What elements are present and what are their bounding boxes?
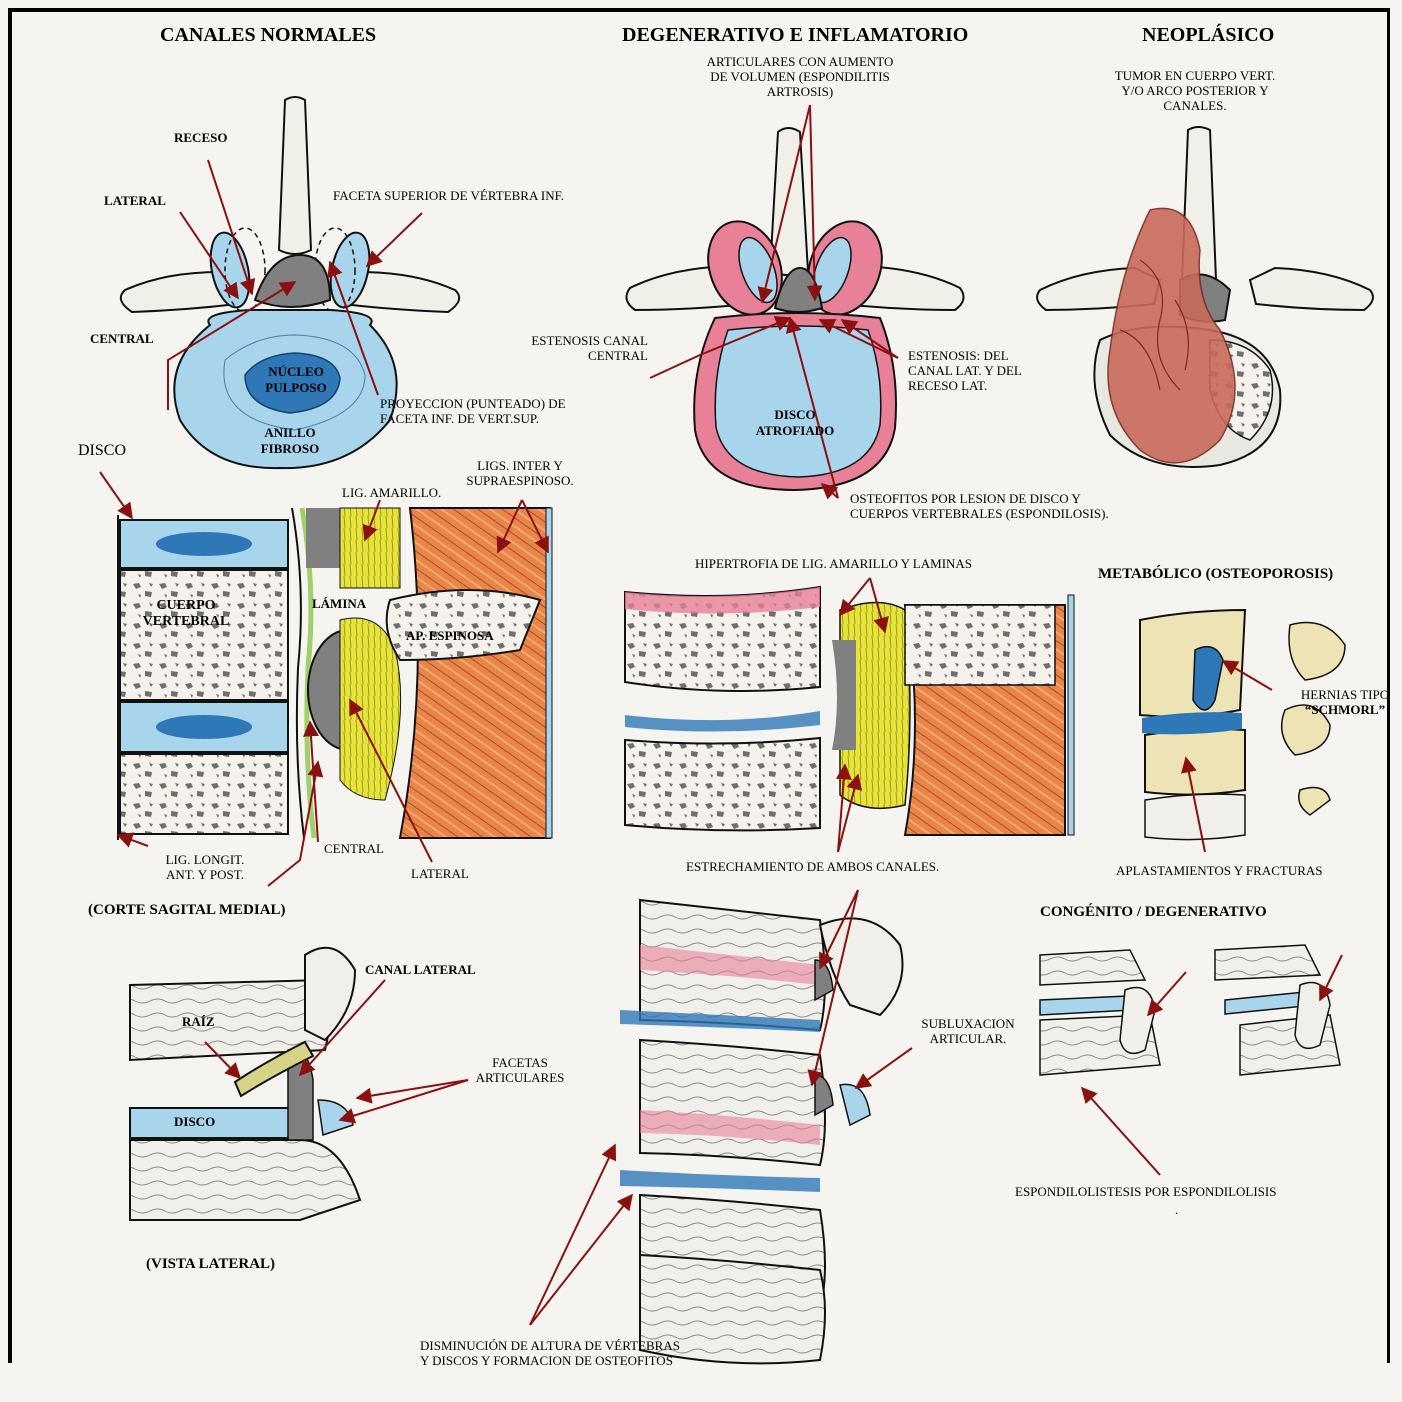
label-lig-longit: LIG. LONGIT.ANT. Y POST. (150, 852, 260, 882)
label-lateral-sagital: LATERAL (411, 866, 469, 881)
heading-vista-lateral: (VISTA LATERAL) (146, 1256, 275, 1273)
osteoporotic-spine (1140, 610, 1345, 840)
arrow-cong-2 (1320, 955, 1342, 1000)
arrow-facetas-1 (357, 1080, 468, 1098)
neoplastic-axial-vertebra (1037, 127, 1373, 467)
arrow-disminucion-2 (530, 1195, 632, 1325)
degenerative-sagittal-section (625, 587, 1074, 835)
label-lateral: LATERAL (104, 193, 166, 208)
label-receso: RECESO (174, 130, 227, 145)
lateral-view-spine (130, 948, 360, 1220)
arrow-faceta-superior (367, 213, 422, 266)
label-hernias: HERNIAS TIPO“SCHMORL” (1290, 687, 1400, 717)
heading-corte-sagital: (CORTE SAGITAL MEDIAL) (88, 902, 286, 919)
arrow-disco (100, 472, 132, 518)
heading-neoplasico: NEOPLÁSICO (1142, 24, 1274, 47)
label-lamina: LÁMINA (312, 596, 366, 612)
label-disco: DISCO (78, 443, 126, 458)
heading-degenerativo: DEGENERATIVO E INFLAMATORIO (622, 24, 968, 47)
label-estrechamiento: ESTRECHAMIENTO DE AMBOS CANALES. (686, 859, 939, 874)
label-aplastamientos: APLASTAMIENTOS Y FRACTURAS (1116, 863, 1323, 878)
label-dot: . (1175, 1202, 1178, 1217)
label-raiz: RAÍZ (182, 1014, 215, 1029)
arrow-facetas-2 (340, 1080, 468, 1120)
degenerative-lateral-column (620, 900, 903, 1363)
label-faceta-superior: FACETA SUPERIOR DE VÉRTEBRA INF. (333, 188, 564, 203)
arrow-disminucion-1 (530, 1145, 615, 1325)
label-espondilolistesis: ESPONDILOLISTESIS POR ESPONDILOLISIS (1015, 1184, 1276, 1199)
arrow-subluxacion (856, 1048, 912, 1088)
arrow-cong-1 (1148, 972, 1186, 1015)
label-ap-espinosa: AP. ESPINOSA (406, 628, 494, 644)
heading-metabolico: METABÓLICO (OSTEOPOROSIS) (1098, 566, 1333, 583)
arrow-lig-longit (118, 835, 148, 846)
label-lig-amarillo: LIG. AMARILLO. (342, 485, 441, 500)
spondylolisthesis-views (1040, 945, 1340, 1075)
label-central-sagital: CENTRAL (324, 841, 384, 856)
label-disco-lateral: DISCO (174, 1114, 215, 1130)
sagittal-section (118, 508, 552, 840)
label-canal-lateral: CANAL LATERAL (365, 962, 476, 977)
label-hipertrofia: HIPERTROFIA DE LIG. AMARILLO Y LAMINAS (695, 556, 972, 571)
heading-congenito: CONGÉNITO / DEGENERATIVO (1040, 904, 1267, 921)
arrow-espondilolistesis (1082, 1088, 1160, 1175)
label-tumor: TUMOR EN CUERPO VERT.Y/O ARCO POSTERIOR … (1095, 68, 1295, 113)
label-central: CENTRAL (90, 331, 154, 346)
heading-canales-normales: CANALES NORMALES (160, 24, 376, 47)
